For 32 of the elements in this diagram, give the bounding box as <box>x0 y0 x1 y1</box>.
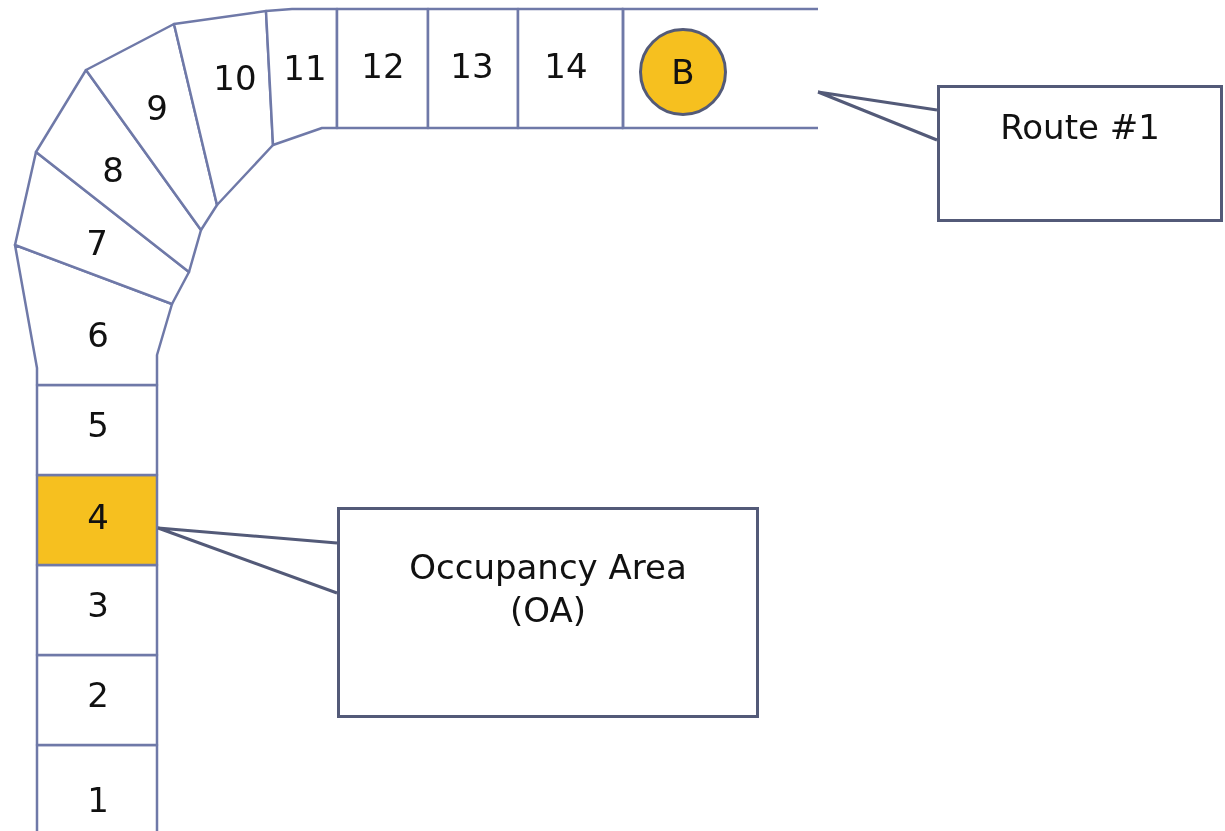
route-cell <box>518 9 623 128</box>
cell-number: 2 <box>87 674 109 716</box>
callout-pointer <box>816 90 939 142</box>
route-cell <box>37 565 157 655</box>
route-cell <box>15 152 189 304</box>
cell-number: 13 <box>450 45 494 87</box>
route-cell <box>337 9 428 128</box>
route-cell <box>37 385 157 475</box>
route-cell <box>36 70 201 272</box>
route-cell <box>37 745 157 831</box>
route-cell <box>266 9 337 145</box>
cell-number: 1 <box>87 779 109 821</box>
callout-box: Route #1 <box>937 85 1223 222</box>
cell-number: 5 <box>87 404 109 446</box>
route-end-segment <box>623 9 818 128</box>
cell-number: 8 <box>102 149 124 191</box>
cell-number: 6 <box>87 314 109 356</box>
route-cell <box>428 9 518 128</box>
cell-number: 7 <box>86 222 108 264</box>
position-marker: B <box>639 28 727 116</box>
route-cell <box>86 24 217 230</box>
highlighted-route-cell <box>37 475 157 565</box>
route-cell <box>37 655 157 745</box>
route-cell <box>174 11 273 205</box>
cell-number: 3 <box>87 584 109 626</box>
cell-number: 11 <box>283 47 327 89</box>
cell-number: 12 <box>361 45 405 87</box>
cell-number: 4 <box>87 496 109 538</box>
cell-number: 10 <box>213 57 257 99</box>
cell-number: 14 <box>544 45 588 87</box>
callout-box: Occupancy Area (OA) <box>337 507 759 718</box>
cell-number: 9 <box>146 87 168 129</box>
